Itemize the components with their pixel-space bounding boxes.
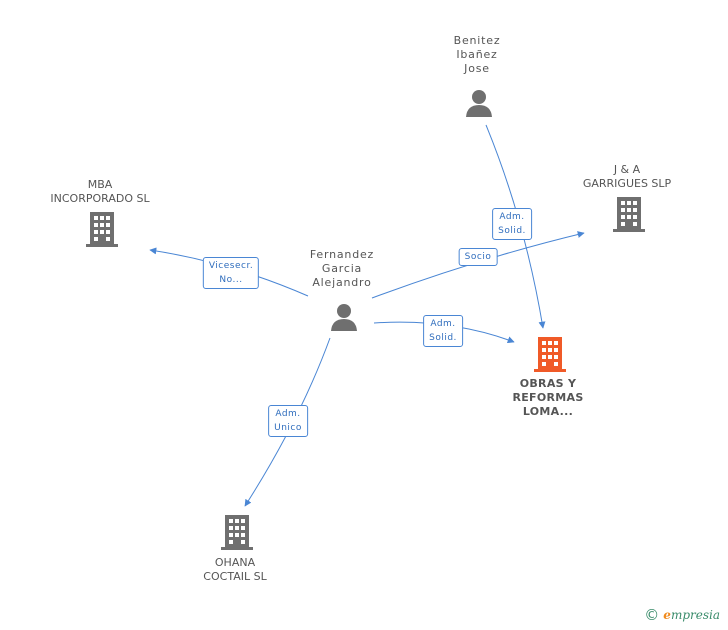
building-icon-main[interactable] (534, 337, 566, 372)
building-icon[interactable] (221, 515, 253, 550)
brand-logo[interactable]: empresia (663, 608, 720, 622)
edge-label-fernandez-ohana[interactable]: Adm. Unico (268, 405, 308, 437)
building-icon[interactable] (613, 197, 645, 232)
person-icon[interactable] (329, 302, 359, 332)
node-label-obras: OBRAS Y REFORMAS LOMA... (512, 377, 584, 418)
edge-label-fernandez-mba[interactable]: Vicesecr. No... (202, 257, 260, 289)
node-label-ohana: OHANA COCTAIL SL (203, 556, 267, 583)
edge-label-fernandez-ja[interactable]: Socio (458, 248, 498, 266)
edge-label-fernandez-obras[interactable]: Adm. Solid. (423, 315, 463, 347)
copyright-icon: © (644, 606, 660, 624)
footer-brand: © empresia (644, 606, 720, 624)
node-label-fernandez: Fernandez Garcia Alejandro (309, 248, 375, 289)
building-icon[interactable] (86, 212, 118, 247)
node-label-mba: MBA INCORPORADO SL (50, 178, 150, 205)
node-label-ja-garrigues: J & A GARRIGUES SLP (582, 163, 672, 190)
node-label-benitez: Benitez Ibañez Jose (453, 34, 501, 75)
edge-label-benitez-obras[interactable]: Adm. Solid. (492, 208, 532, 240)
person-icon[interactable] (464, 88, 494, 118)
